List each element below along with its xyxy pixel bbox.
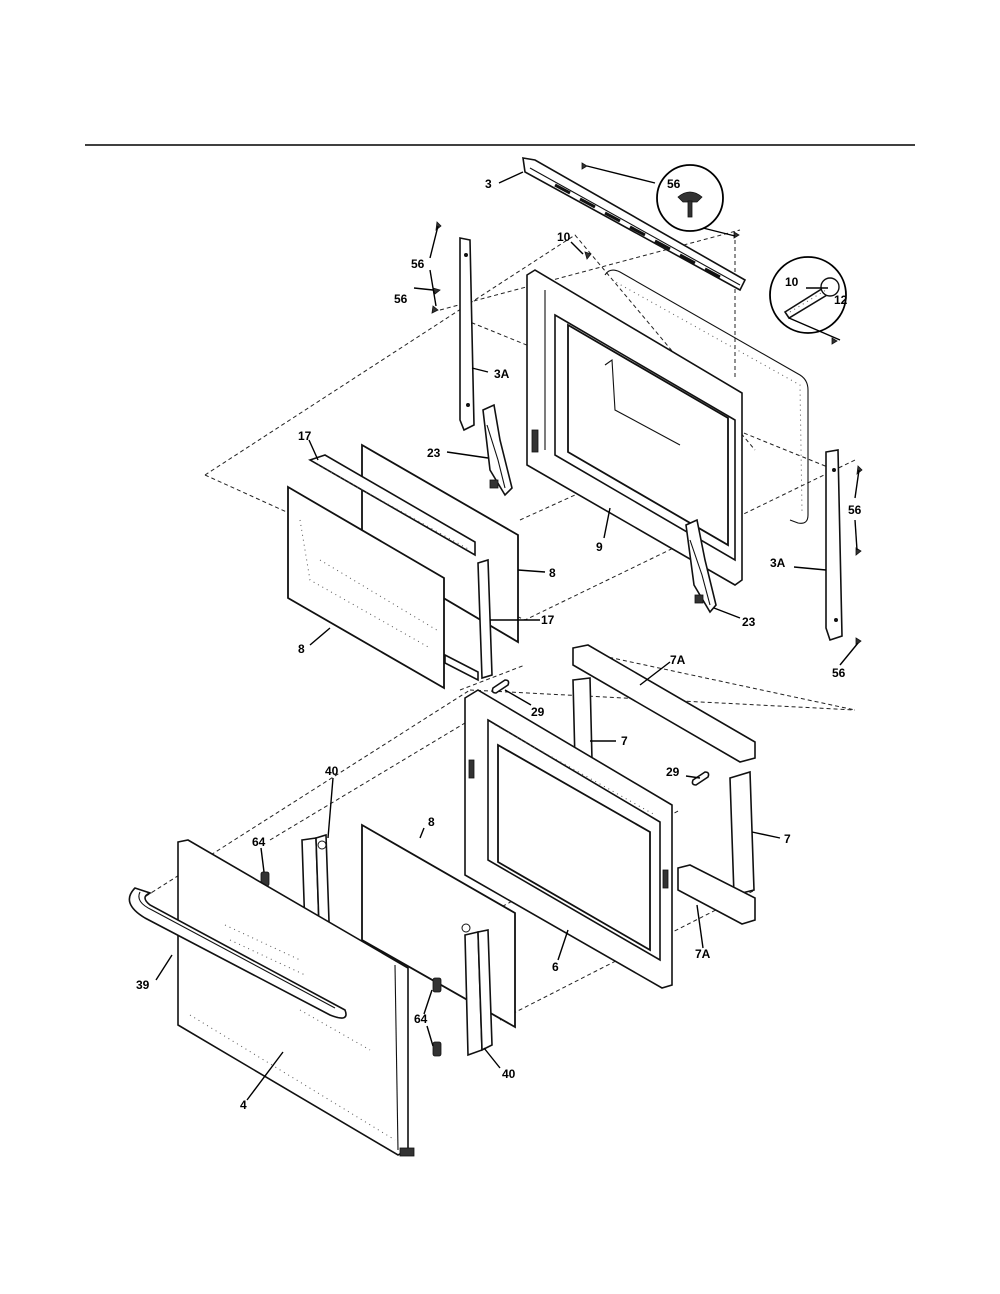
- callout-10-top: 10: [557, 230, 571, 244]
- callout-29-right: 29: [666, 765, 680, 779]
- callout-7-top: 7: [621, 734, 628, 748]
- callout-12: 12: [834, 293, 848, 307]
- callout-3A-right: 3A: [770, 556, 786, 570]
- callout-8-left: 8: [298, 642, 305, 656]
- callout-40-bottom: 40: [502, 1067, 516, 1081]
- door-gasket-part: [604, 269, 809, 524]
- bottom-spacer-7A-part: [677, 864, 756, 925]
- callout-8-mid: 8: [428, 815, 435, 829]
- callout-7-right: 7: [784, 832, 791, 846]
- hinge-bracket-left-part: [459, 237, 475, 432]
- outer-door-panel-part: [177, 839, 415, 1157]
- door-liner-part: [464, 689, 673, 989]
- callout-10-zoom: 10: [785, 275, 799, 289]
- callout-29-left: 29: [531, 705, 545, 719]
- callout-64-bottom: 64: [414, 1012, 428, 1026]
- callout-labels: 3 56 10 10 56 3A 56 12 17 23 56 9 3A 8 2…: [136, 177, 862, 1112]
- pins-hardware: [491, 679, 710, 786]
- screw-zoom-icon: [656, 164, 724, 232]
- callout-64-top: 64: [252, 835, 266, 849]
- channel-40-bottom-part: [461, 923, 493, 1057]
- clips-hardware: [260, 871, 442, 1057]
- callout-9: 9: [596, 540, 603, 554]
- callout-39: 39: [136, 978, 150, 992]
- callout-56-right: 56: [848, 503, 862, 517]
- callout-17-bottom: 17: [541, 613, 555, 627]
- callout-3: 3: [485, 177, 492, 191]
- callout-6: 6: [552, 960, 559, 974]
- callout-56-zoom: 56: [667, 177, 681, 191]
- inner-door-frame-part: [526, 269, 743, 586]
- callout-3A-left: 3A: [494, 367, 510, 381]
- callout-56-left: 56: [411, 257, 425, 271]
- leader-lines: [155, 165, 860, 1101]
- callout-8-right: 8: [549, 566, 556, 580]
- callout-7A-top: 7A: [670, 653, 686, 667]
- door-handle-part: [128, 887, 347, 1019]
- inner-glass-pack-part: [287, 443, 519, 690]
- callout-56-bottom: 56: [832, 666, 846, 680]
- top-spacer-7A-part: [572, 644, 756, 763]
- callout-40-top: 40: [325, 764, 339, 778]
- hinge-left-part: [482, 403, 513, 497]
- callout-23-right: 23: [742, 615, 756, 629]
- side-spacer-7-right-part: [729, 770, 755, 897]
- callout-56-mid: 56: [394, 292, 408, 306]
- hinge-bracket-right-part: [825, 449, 843, 642]
- callout-17-top: 17: [298, 429, 312, 443]
- callout-4: 4: [240, 1098, 247, 1112]
- hinge-pin-zoom-icon: [769, 256, 847, 334]
- hinge-right-part: [685, 518, 717, 614]
- vent-trim-part: [522, 157, 747, 292]
- callout-7A-bottom: 7A: [695, 947, 711, 961]
- callout-23-left: 23: [427, 446, 441, 460]
